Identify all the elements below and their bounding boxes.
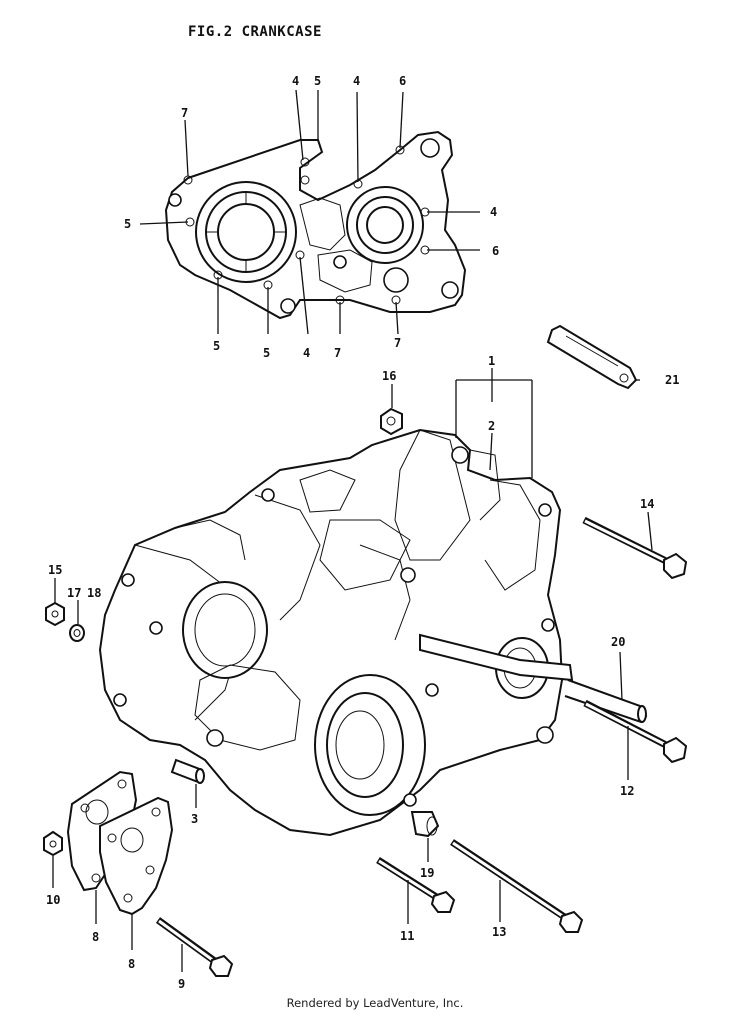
callout-20: 20 [611, 635, 625, 649]
callout-7-bottom-a: 7 [334, 346, 341, 360]
callout-17: 17 [67, 586, 81, 600]
bolt-part-11 [376, 857, 456, 913]
callout-18: 18 [87, 586, 101, 600]
leader-lines-top [139, 89, 480, 335]
callout-11: 11 [400, 929, 414, 943]
callout-15: 15 [48, 563, 62, 577]
nut-part-16 [380, 407, 403, 436]
callout-4-bottom: 4 [303, 346, 310, 360]
callout-6-right: 6 [492, 244, 499, 258]
callout-5-bottom-b: 5 [263, 346, 270, 360]
leader-lines-main [52, 368, 653, 972]
nut-part-15 [45, 601, 65, 627]
figure-title: FIG.2 CRANKCASE [188, 24, 322, 40]
callout-7-top-left: 7 [181, 106, 188, 120]
callout-1: 1 [488, 354, 495, 368]
callout-14: 14 [640, 497, 654, 511]
callout-3: 3 [191, 812, 198, 826]
callout-7-bottom-b: 7 [394, 336, 401, 350]
bolt-part-14 [582, 516, 688, 580]
callout-4-right: 4 [490, 205, 497, 219]
callout-5-top-a: 5 [314, 74, 321, 88]
bolt-part-12 [583, 699, 688, 764]
callout-labels: 7 4 5 4 6 5 4 6 5 5 4 7 7 1 2 16 21 14 1… [46, 74, 679, 991]
bolt-part-9 [155, 917, 234, 977]
callout-5-left: 5 [124, 217, 131, 231]
callout-19: 19 [420, 866, 434, 880]
callout-6-top-a: 6 [399, 74, 406, 88]
callout-16: 16 [382, 369, 396, 383]
bracket-part-21 [546, 324, 638, 390]
hose-part-20 [564, 679, 648, 724]
footer-credit: Rendered by LeadVenture, Inc. [286, 996, 464, 1010]
nut-part-10 [43, 830, 63, 857]
callout-4-top-b: 4 [353, 74, 360, 88]
callout-5-bottom-a: 5 [213, 339, 220, 353]
bolt-part-13 [450, 839, 584, 933]
callout-2: 2 [488, 419, 495, 433]
callout-21: 21 [665, 373, 679, 387]
crankcase-half-inner-view [164, 130, 467, 320]
callout-9: 9 [178, 977, 185, 991]
callout-10: 10 [46, 893, 60, 907]
callout-8-b: 8 [128, 957, 135, 971]
callout-8-a: 8 [92, 930, 99, 944]
engine-mount-plate-part-8b [99, 796, 174, 916]
washer-part-17-18 [69, 624, 85, 642]
crankcase-assembly [98, 428, 574, 837]
callout-13: 13 [492, 925, 506, 939]
dowel-part-3 [170, 758, 205, 784]
callout-4-top-a: 4 [292, 74, 299, 88]
callout-12: 12 [620, 784, 634, 798]
collar-part-19 [410, 811, 440, 838]
